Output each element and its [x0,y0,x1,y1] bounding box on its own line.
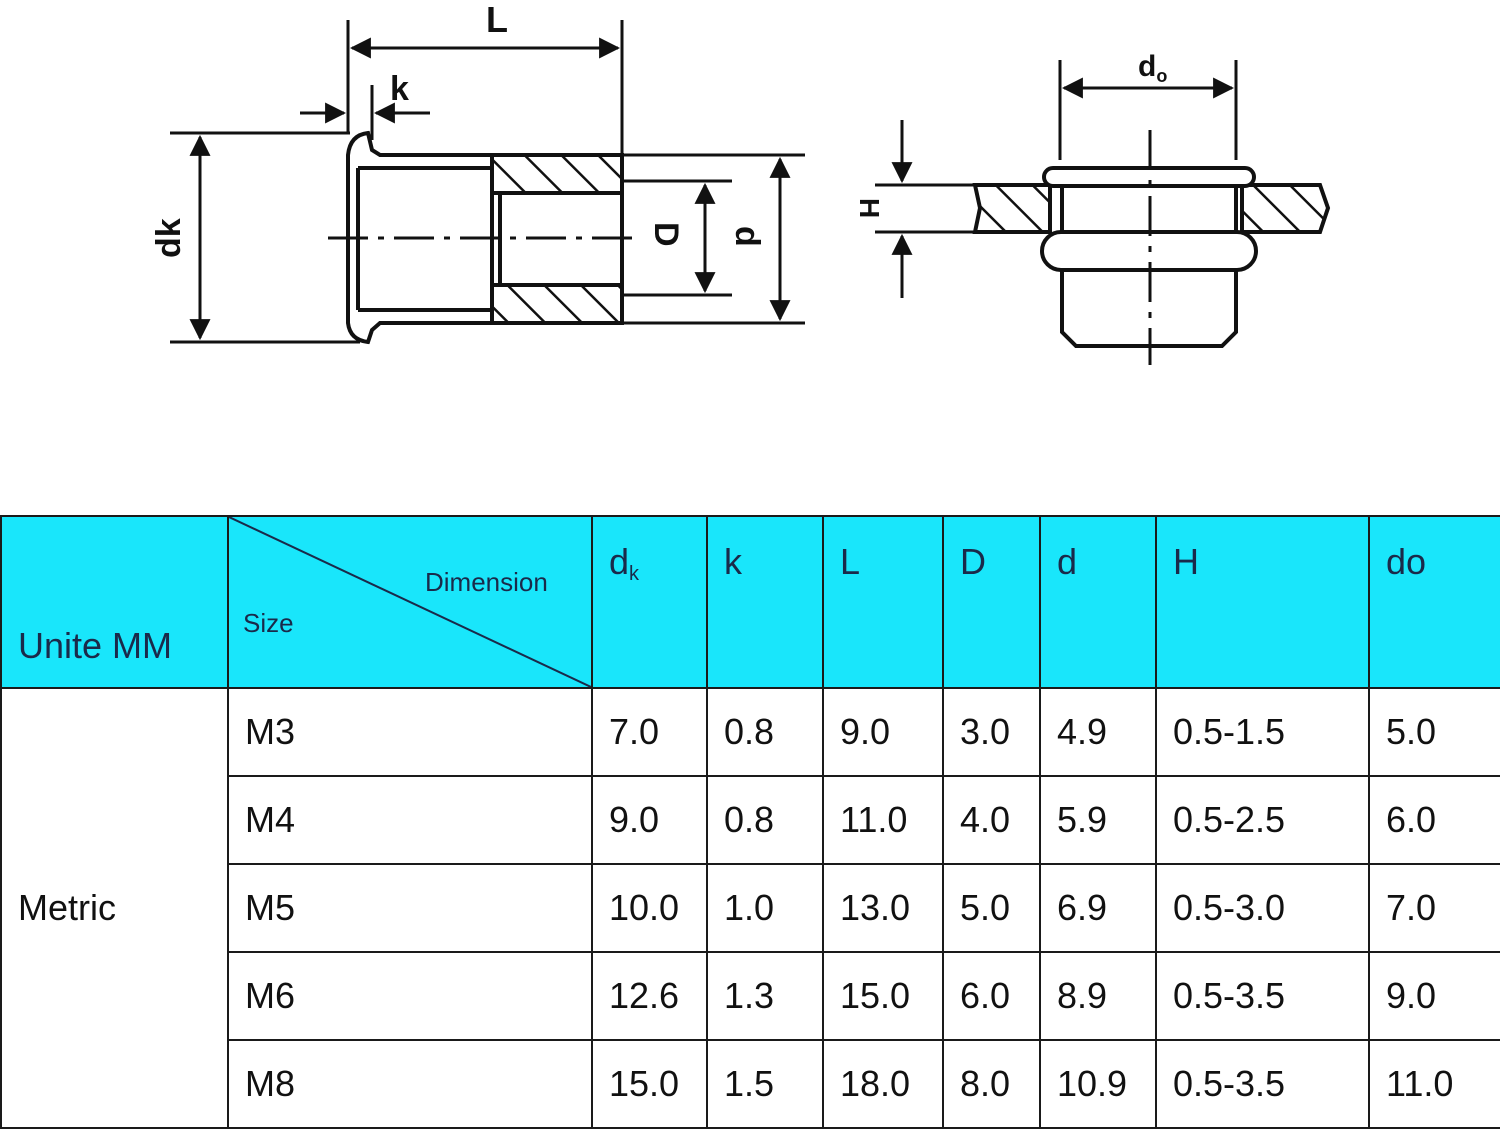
size-dimension-header-cell: Dimension Size [227,515,593,689]
cell-d: 10.9 [1039,1039,1157,1129]
cell-dk: 15.0 [591,1039,708,1129]
cell-dk: 12.6 [591,951,708,1041]
label-dk: dk [150,218,188,258]
cell-H: 0.5-1.5 [1155,687,1370,777]
label-D: D [647,222,685,247]
cell-dk: 7.0 [591,687,708,777]
side-view [170,20,805,345]
metric-group-cell: Metric [0,687,229,1129]
cell-L: 11.0 [822,775,944,865]
col-header-k: k [706,515,824,689]
col-header-H: H [1155,515,1370,689]
cell-size: M6 [227,951,593,1041]
cell-H: 0.5-3.0 [1155,863,1370,953]
cell-k: 1.0 [706,863,824,953]
col-header-dk: dk [591,515,708,689]
cell-do: 7.0 [1368,863,1500,953]
cell-D: 8.0 [942,1039,1041,1129]
unit-label: Unite MM [18,625,173,666]
cell-size: M8 [227,1039,593,1129]
dimension-label: Dimension [425,567,548,597]
diagonal-divider [229,517,591,687]
label-do: do [1138,50,1167,86]
cell-D: 3.0 [942,687,1041,777]
cell-L: 9.0 [822,687,944,777]
label-k: k [390,70,409,108]
table-row: M6 12.6 1.3 15.0 6.0 8.9 0.5-3.5 9.0 [1,951,1500,1041]
cell-H: 0.5-3.5 [1155,1039,1370,1129]
cell-do: 9.0 [1368,951,1500,1041]
upper-wall-hatch [490,153,624,195]
table-row: M4 9.0 0.8 11.0 4.0 5.9 0.5-2.5 6.0 [1,775,1500,865]
cell-size: M3 [227,687,593,777]
cell-D: 6.0 [942,951,1041,1041]
lower-wall-hatch [490,283,624,325]
cell-k: 1.5 [706,1039,824,1129]
col-header-L: L [822,515,944,689]
table-row: M8 15.0 1.5 18.0 8.0 10.9 0.5-3.5 11.0 [1,1039,1500,1129]
cell-D: 5.0 [942,863,1041,953]
label-d: d [728,226,766,247]
spec-table: Unite MM Dimension Size dk k L D d H do … [0,515,1500,1129]
cell-size: M4 [227,775,593,865]
col-header-do: do [1368,515,1500,689]
col-header-d: d [1039,515,1157,689]
cell-k: 0.8 [706,775,824,865]
cell-do: 6.0 [1368,775,1500,865]
panel-right [1240,183,1331,234]
installed-view [875,60,1331,365]
unit-header-cell: Unite MM [0,515,229,689]
table-row: Metric M3 7.0 0.8 9.0 3.0 4.9 0.5-1.5 5.… [0,687,1500,1129]
cell-L: 18.0 [822,1039,944,1129]
cell-d: 4.9 [1039,687,1157,777]
cell-L: 15.0 [822,951,944,1041]
cell-dk: 10.0 [591,863,708,953]
cell-dk: 9.0 [591,775,708,865]
table-row: M5 10.0 1.0 13.0 5.0 6.9 0.5-3.0 7.0 [1,863,1500,953]
label-L: L [486,0,508,40]
cell-size: M5 [227,863,593,953]
cell-d: 6.9 [1039,863,1157,953]
cell-H: 0.5-3.5 [1155,951,1370,1041]
label-H: H [854,198,885,218]
cell-d: 5.9 [1039,775,1157,865]
cell-H: 0.5-2.5 [1155,775,1370,865]
header-row: Unite MM Dimension Size dk k L D d H do [0,515,1500,689]
cell-L: 13.0 [822,863,944,953]
cell-k: 1.3 [706,951,824,1041]
cell-do: 5.0 [1368,687,1500,777]
cell-k: 0.8 [706,687,824,777]
rivet-nut-drawing: L k dk D d do H [150,0,1331,365]
panel-left [972,183,1052,234]
cell-D: 4.0 [942,775,1041,865]
cell-d: 8.9 [1039,951,1157,1041]
col-header-D: D [942,515,1041,689]
cell-do: 11.0 [1368,1039,1500,1129]
size-label: Size [243,608,294,638]
